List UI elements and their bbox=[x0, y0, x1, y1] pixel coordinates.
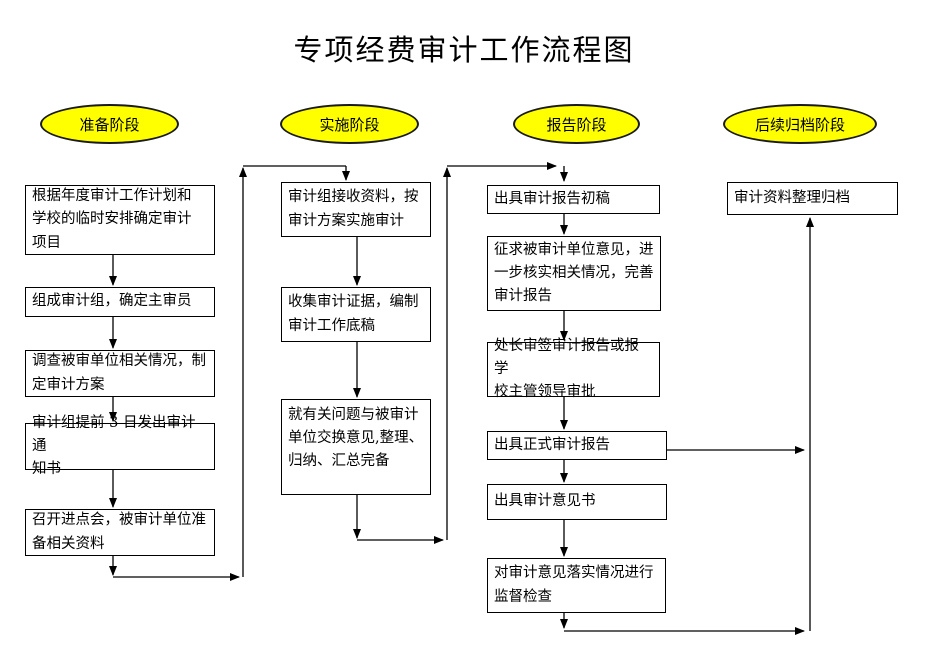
step-exchange-opinions-summarize: 就有关问题与被审计 单位交换意见,整理、 归纳、汇总完备 bbox=[281, 399, 431, 495]
step-issue-official-report: 出具正式审计报告 bbox=[487, 431, 667, 460]
step-collect-evidence-working-papers: 收集审计证据，编制 审计工作底稿 bbox=[281, 287, 431, 342]
step-form-audit-team: 组成审计组，确定主审员 bbox=[25, 287, 215, 317]
step-entry-meeting: 召开进点会，被审计单位准 备相关资料 bbox=[25, 509, 215, 556]
step-archive-materials: 审计资料整理归档 bbox=[727, 182, 898, 215]
stage-report-label: 报告阶段 bbox=[546, 115, 607, 134]
step-solicit-opinions-improve: 征求被审计单位意见，进 一步核实相关情况，完善 审计报告 bbox=[487, 236, 661, 311]
stage-archive-label: 后续归档阶段 bbox=[754, 115, 845, 134]
stage-preparation: 准备阶段 bbox=[40, 104, 179, 144]
step-director-sign-approve: 处长审签审计报告或报学 校主管领导审批 bbox=[487, 338, 660, 400]
step-draft-audit-report: 出具审计报告初稿 bbox=[487, 185, 660, 214]
step-receive-materials-implement: 审计组接收资料，按 审计方案实施审计 bbox=[281, 182, 431, 237]
stage-preparation-label: 准备阶段 bbox=[79, 115, 140, 134]
stage-implementation: 实施阶段 bbox=[280, 104, 419, 144]
step-investigate-make-plan: 调查被审单位相关情况，制 定审计方案 bbox=[25, 350, 215, 397]
stage-archive: 后续归档阶段 bbox=[723, 104, 877, 144]
stage-implementation-label: 实施阶段 bbox=[319, 115, 380, 134]
step-determine-audit-project: 根据年度审计工作计划和 学校的临时安排确定审计 项目 bbox=[25, 185, 215, 255]
step-send-audit-notice: 审计组提前 3 日发出审计通 知书 bbox=[25, 415, 215, 477]
step-supervise-implementation: 对审计意见落实情况进行 监督检查 bbox=[487, 558, 666, 613]
page-title: 专项经费审计工作流程图 bbox=[293, 33, 635, 67]
stage-report: 报告阶段 bbox=[513, 104, 640, 144]
step-issue-audit-opinion: 出具审计意见书 bbox=[487, 484, 667, 520]
